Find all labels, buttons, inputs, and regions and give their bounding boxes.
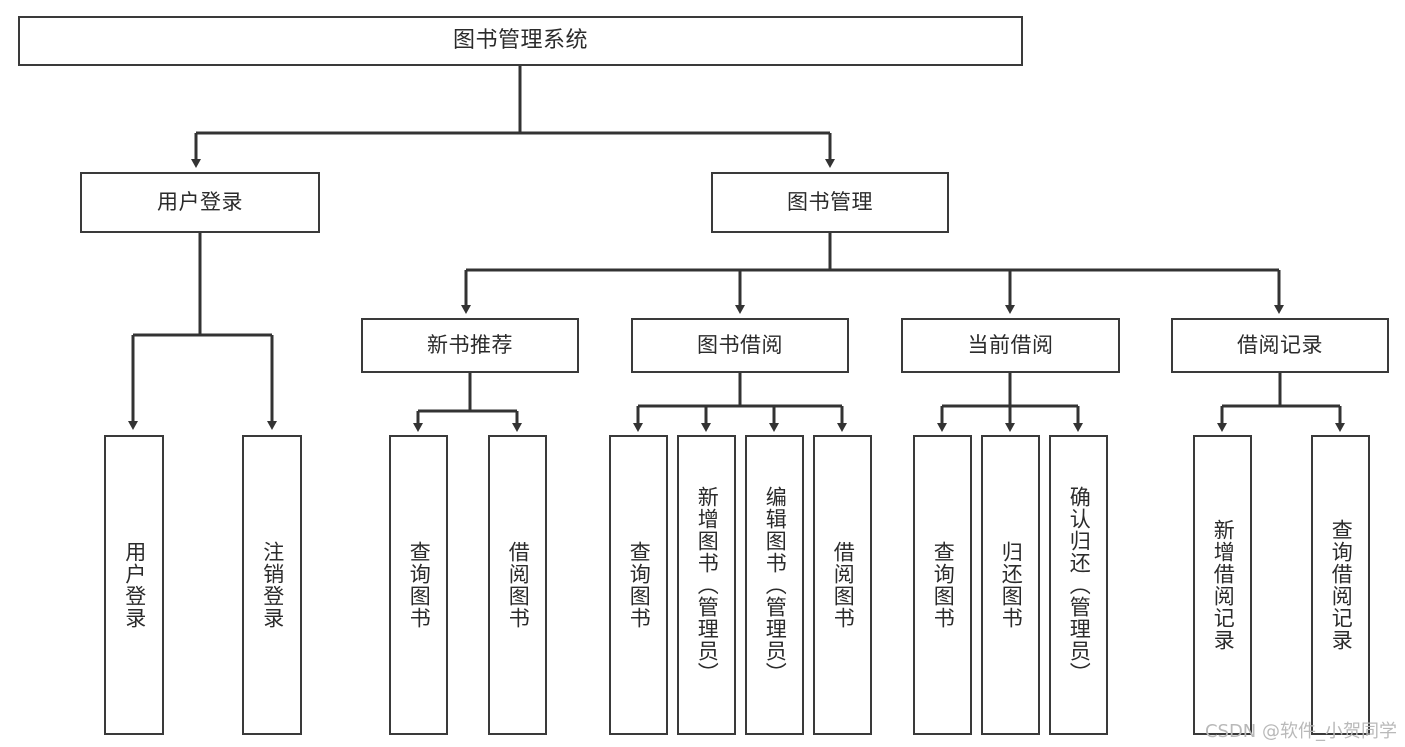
leaf-query-book-1-label: 查询图书 — [407, 541, 432, 629]
leaf-edit-book[interactable]: 编辑图书（管理员） — [745, 435, 804, 735]
leaf-confirm-return-label: 确认归还（管理员） — [1067, 486, 1092, 684]
node-book-borrow-label: 图书借阅 — [697, 333, 783, 358]
leaf-add-record-label: 新增借阅记录 — [1211, 519, 1236, 651]
node-book-borrow[interactable]: 图书借阅 — [631, 318, 849, 373]
leaf-query-book-2[interactable]: 查询图书 — [609, 435, 668, 735]
leaf-return-book-label: 归还图书 — [999, 541, 1024, 629]
node-book-management[interactable]: 图书管理 — [711, 172, 949, 233]
node-root-system-label: 图书管理系统 — [452, 28, 588, 54]
leaf-query-book-1[interactable]: 查询图书 — [389, 435, 448, 735]
node-current-borrow-label: 当前借阅 — [967, 333, 1054, 358]
leaf-user-login[interactable]: 用户登录 — [104, 435, 164, 735]
leaf-query-record-label: 查询借阅记录 — [1329, 519, 1354, 651]
csdn-watermark: CSDN @软件_小贺同学 — [1204, 721, 1397, 742]
node-current-borrow[interactable]: 当前借阅 — [901, 318, 1120, 373]
leaf-edit-book-label: 编辑图书（管理员） — [763, 486, 788, 684]
leaf-borrow-book-2-label: 借阅图书 — [831, 541, 856, 629]
leaf-borrow-book-1[interactable]: 借阅图书 — [488, 435, 547, 735]
leaf-add-book-label: 新增图书（管理员） — [695, 486, 720, 684]
leaf-query-record[interactable]: 查询借阅记录 — [1311, 435, 1370, 735]
node-new-book-recommend-label: 新书推荐 — [427, 333, 513, 358]
node-user-login-label: 用户登录 — [157, 190, 243, 215]
leaf-query-book-3-label: 查询图书 — [931, 541, 956, 629]
leaf-logout-label: 注销登录 — [260, 541, 285, 629]
node-root-system[interactable]: 图书管理系统 — [18, 16, 1023, 66]
node-new-book-recommend[interactable]: 新书推荐 — [361, 318, 579, 373]
leaf-borrow-book-1-label: 借阅图书 — [506, 541, 531, 629]
leaf-user-login-label: 用户登录 — [122, 541, 147, 629]
leaf-borrow-book-2[interactable]: 借阅图书 — [813, 435, 872, 735]
leaf-add-book[interactable]: 新增图书（管理员） — [677, 435, 736, 735]
leaf-confirm-return[interactable]: 确认归还（管理员） — [1049, 435, 1108, 735]
node-borrow-record[interactable]: 借阅记录 — [1171, 318, 1389, 373]
node-user-login[interactable]: 用户登录 — [80, 172, 320, 233]
leaf-add-record[interactable]: 新增借阅记录 — [1193, 435, 1252, 735]
leaf-logout[interactable]: 注销登录 — [242, 435, 302, 735]
node-book-management-label: 图书管理 — [787, 190, 873, 215]
node-borrow-record-label: 借阅记录 — [1237, 333, 1323, 358]
leaf-query-book-3[interactable]: 查询图书 — [913, 435, 972, 735]
leaf-query-book-2-label: 查询图书 — [627, 541, 652, 629]
leaf-return-book[interactable]: 归还图书 — [981, 435, 1040, 735]
